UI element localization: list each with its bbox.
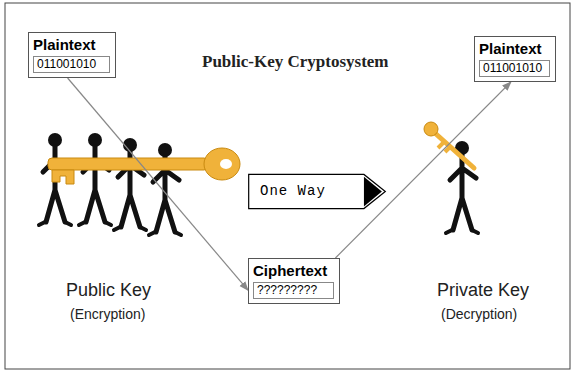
box-heading: Ciphertext	[253, 261, 334, 280]
flow-arrow	[68, 78, 248, 290]
box-heading: Plaintext	[479, 39, 550, 58]
box-value: 011001010	[479, 60, 550, 77]
box-value: ?????????	[253, 282, 334, 299]
key-label: Private Key	[437, 280, 529, 301]
text-box: Plaintext 011001010	[28, 32, 116, 78]
one-way-arrow: One Way	[248, 174, 386, 209]
private-key-figure	[424, 122, 478, 233]
text-box: Plaintext 011001010	[474, 36, 556, 82]
key-label: (Decryption)	[441, 306, 517, 322]
flow-arrow	[335, 82, 511, 258]
box-heading: One Way	[260, 182, 346, 201]
text-box: Ciphertext?????????	[248, 258, 340, 304]
key-label: (Encryption)	[70, 306, 145, 322]
frame	[5, 3, 570, 369]
key-label: Public Key	[66, 280, 151, 301]
box-heading: Plaintext	[33, 35, 110, 54]
public-key-figures	[39, 133, 240, 235]
diagram-title: Public-Key Cryptosystem	[202, 52, 389, 72]
box-value: 011001010	[33, 56, 110, 73]
